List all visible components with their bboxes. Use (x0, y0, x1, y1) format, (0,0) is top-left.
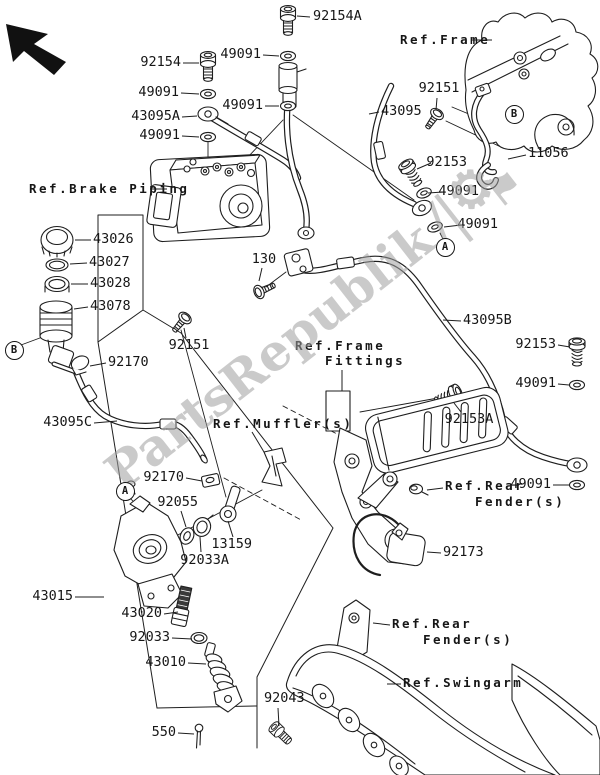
leader-line-49091 (262, 54, 280, 57)
frame-bracket-art (464, 12, 599, 153)
part-callout-49091: 49091 (438, 183, 479, 199)
part-callout-92154: 92154 (140, 54, 181, 70)
part-callout-Ref-Frame: Ref.Frame (295, 338, 386, 353)
fasteners-art (167, 5, 586, 749)
connector-circle-A: A (115, 481, 135, 501)
part-callout-Ref-Swingarm: Ref.Swingarm (403, 675, 524, 690)
leader-line-92153 (416, 162, 432, 170)
abs-unit-art (146, 153, 271, 243)
leader-line-49091 (557, 383, 570, 386)
leader-line-43095C (93, 420, 118, 424)
leader-line-49091 (427, 191, 444, 194)
part-callout-Ref-Rear: Ref.Rear (445, 478, 526, 493)
part-callout-92055: 92055 (157, 494, 198, 510)
leader-line-92033A (199, 536, 202, 553)
leader-line-92153 (557, 344, 571, 348)
part-callout-92154A: 92154A (313, 8, 362, 24)
bracket-11056-art (471, 82, 499, 190)
part-callout-49091: 49091 (139, 127, 180, 143)
leader-line-43010 (187, 662, 207, 665)
part-callout-92153A: 92153A (444, 411, 494, 427)
part-callout-92151: 92151 (418, 80, 460, 96)
leader-line-92173 (426, 551, 442, 554)
part-callout-92151: 92151 (168, 337, 210, 353)
leader-line-43027 (69, 262, 88, 265)
leader-line-43078 (73, 306, 89, 310)
part-callout-92033: 92033 (129, 629, 170, 645)
leader-line-49091 (443, 224, 462, 228)
part-callout-Ref-Brake-Piping: Ref.Brake Piping (29, 181, 190, 196)
part-callout-Ref-Rear: Ref.Rear (392, 616, 473, 631)
leader-line-Ref-Rear (372, 622, 391, 626)
swingarm-art (285, 599, 600, 775)
part-callout-Fender-s-: Fender(s) (423, 632, 514, 647)
leader-line-Ref-Rear (426, 487, 444, 491)
part-callout-43078: 43078 (90, 298, 131, 314)
part-callout-49091: 49091 (220, 46, 261, 62)
leader-line-92170 (185, 477, 203, 482)
part-callout-43027: 43027 (89, 254, 130, 270)
part-callout-92170: 92170 (108, 354, 149, 370)
part-callout-92173: 92173 (443, 544, 484, 560)
leader-line-92043 (277, 707, 280, 727)
part-callout-49091: 49091 (457, 216, 498, 232)
master-cylinder-art (113, 473, 243, 713)
leader-line-92055 (180, 510, 187, 528)
leader-line-92033 (171, 637, 193, 640)
part-callout-43010: 43010 (145, 654, 186, 670)
leader-line-130 (258, 267, 263, 282)
leader-line-43020 (163, 611, 179, 615)
leader-line-Ref-Muffler-s- (251, 431, 265, 453)
leader-line-43095B (442, 319, 462, 322)
part-callout-43020: 43020 (121, 605, 162, 621)
leader-line-43095A (181, 115, 198, 118)
part-callout-Fittings: Fittings (325, 353, 406, 368)
leader-line-49091 (181, 135, 200, 138)
part-callout-43095: 43095 (381, 103, 422, 119)
reservoir-art (39, 225, 90, 376)
part-callout-49091: 49091 (138, 84, 179, 100)
part-callout-Fender-s-: Fender(s) (475, 494, 566, 509)
part-callout-130: 130 (251, 251, 277, 267)
part-callout-43028: 43028 (90, 275, 131, 291)
frame-fittings-art (261, 386, 509, 565)
part-callout-13159: 13159 (211, 536, 252, 552)
part-callout-49091: 49091 (510, 476, 551, 492)
sensor-bracket-art (352, 513, 426, 577)
part-callout-43015: 43015 (32, 588, 73, 604)
part-callout-Ref-Muffler-s-: Ref.Muffler(s) (213, 416, 354, 431)
connector-circle-B: B (504, 104, 524, 124)
leader-line-11056 (507, 154, 527, 160)
back-arrow-icon (6, 24, 66, 75)
leader-line-92153A (453, 402, 462, 413)
leader-line-49091 (180, 92, 200, 95)
part-callout-49091: 49091 (222, 97, 263, 113)
part-callout-11056: 11056 (528, 145, 569, 161)
part-callout-43095B: 43095B (463, 312, 512, 328)
part-callout-92153: 92153 (426, 154, 467, 170)
part-callout-92170: 92170 (143, 469, 184, 485)
part-callout-43095A: 43095A (131, 108, 180, 124)
leader-line-550 (177, 732, 195, 735)
connector-circle-B: B (4, 340, 24, 360)
part-callout-49091: 49091 (515, 375, 556, 391)
part-callout-43095C: 43095C (43, 414, 92, 430)
leader-line-92154A (296, 15, 311, 18)
part-callout-550: 550 (151, 724, 176, 740)
part-callout-43026: 43026 (93, 231, 134, 247)
part-callout-92033A: 92033A (180, 552, 229, 568)
connector-circle-A: A (435, 237, 455, 257)
part-callout-92153: 92153 (515, 336, 556, 352)
leader-line-43095 (368, 111, 380, 115)
part-callout-Ref-Frame: Ref.Frame (400, 32, 491, 47)
leader-line-13159 (227, 520, 234, 538)
leader-line-92170 (89, 362, 107, 367)
part-callout-92043: 92043 (264, 690, 305, 706)
leader-line-92151 (183, 327, 187, 339)
brake-hoses-art (72, 82, 588, 473)
leader-line-92151 (435, 97, 438, 111)
